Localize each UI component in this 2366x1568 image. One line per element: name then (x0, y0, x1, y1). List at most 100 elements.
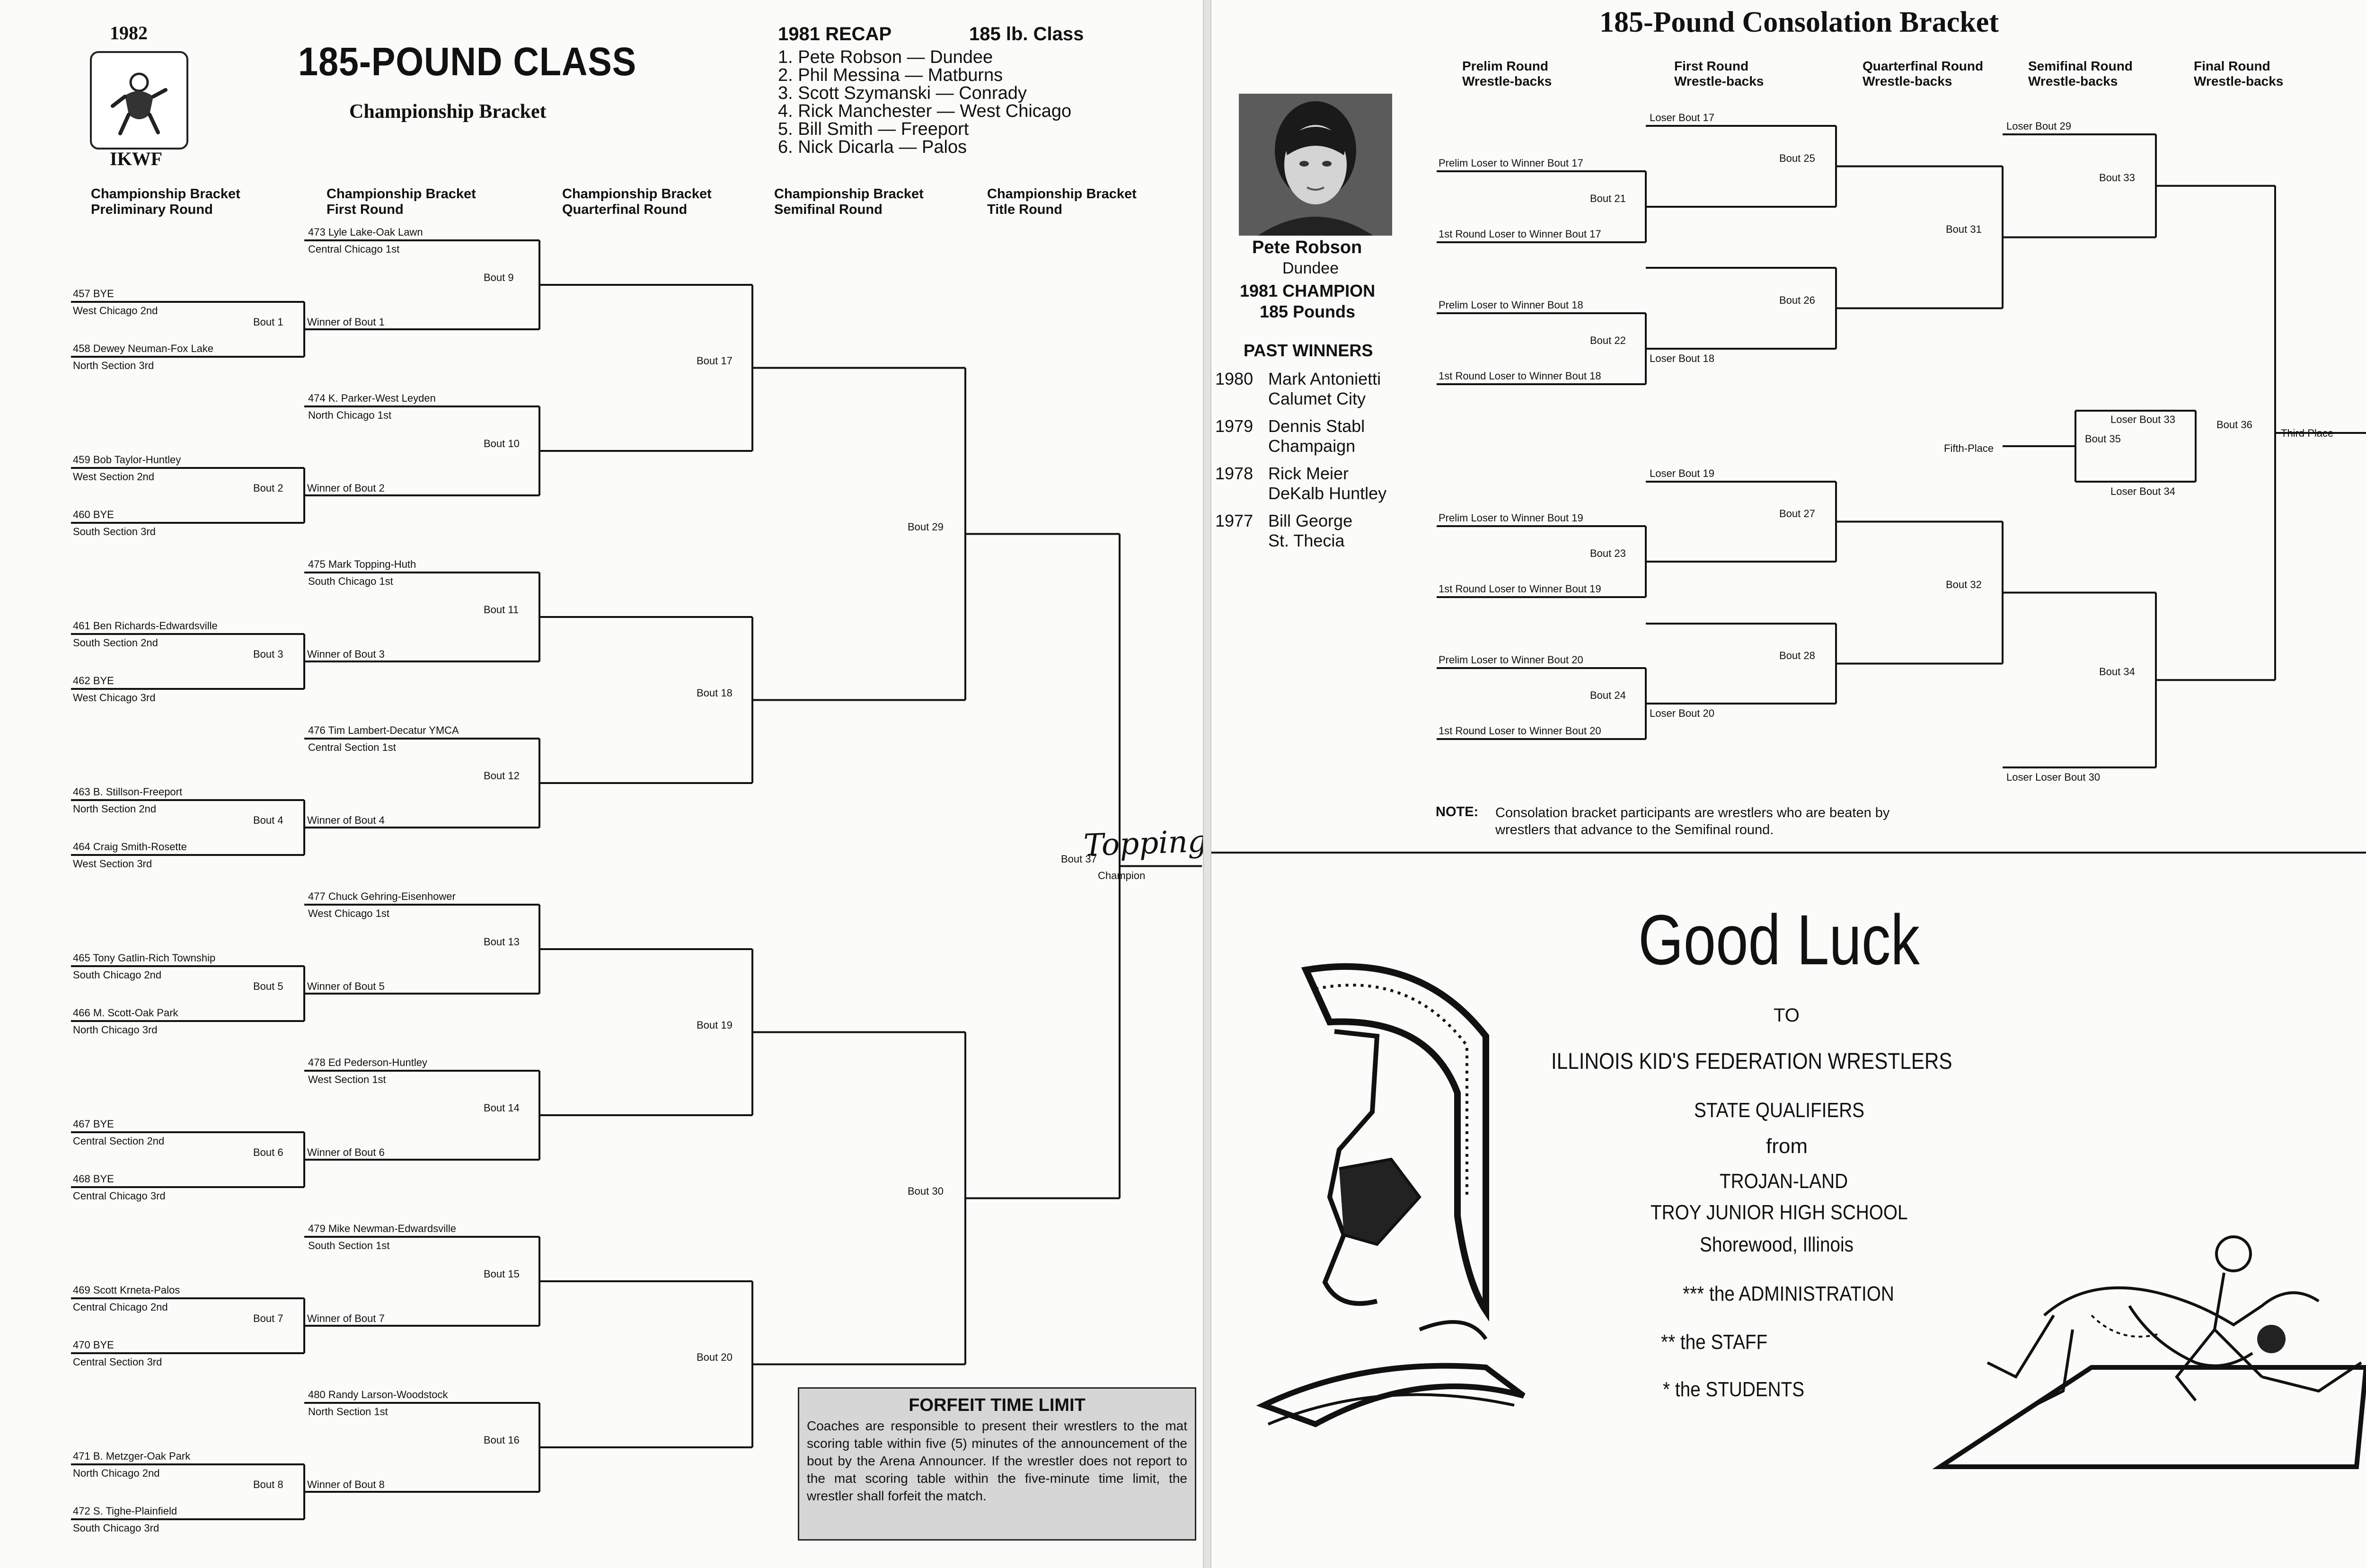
past-winner-place: St. Thecia (1268, 531, 1345, 550)
column-header: Championship Bracket Preliminary Round (91, 186, 240, 217)
prelim-section-a: Central Section 2nd (73, 1135, 165, 1147)
ad-line6: Shorewood, Illinois (1700, 1233, 1854, 1256)
column-header: Championship Bracket First Round (327, 186, 476, 217)
prelim-section-b: North Section 3rd (73, 360, 154, 371)
prelim-winner-label: Winner of Bout 1 (307, 316, 385, 328)
quarter-bout-label: Bout 19 (697, 1019, 733, 1031)
past-winner-name: Mark Antonietti (1268, 369, 1381, 388)
seed-wrestler: 479 Mike Newman-Edwardsville (308, 1223, 457, 1234)
handwritten-champion: Topping (1083, 824, 1208, 863)
cons-first-loser-label: Loser Bout 20 (1650, 707, 1714, 719)
prelim-wrestler-b: 458 Dewey Neuman-Fox Lake (73, 343, 214, 354)
prelim-bout-label: Bout 3 (253, 648, 283, 660)
year-label: 1982 (110, 22, 148, 44)
consolation-column-header: First Round Wrestle-backs (1674, 59, 1764, 88)
cons-prelim-top-label: Prelim Loser to Winner Bout 20 (1439, 654, 1583, 666)
prelim-bout-label: Bout 5 (253, 980, 283, 992)
cons-semi-loser-label: Loser Loser Bout 30 (2006, 771, 2101, 783)
prelim-wrestler-a: 463 B. Stillson-Freeport (73, 786, 183, 798)
prelim-winner-label: Winner of Bout 3 (307, 648, 385, 660)
past-winner-year: 1977 (1215, 511, 1254, 530)
prelim-section-b: South Chicago 3rd (73, 1522, 159, 1534)
prelim-section-a: North Chicago 2nd (73, 1467, 160, 1479)
column-header: Championship Bracket Title Round (987, 186, 1137, 217)
cons-prelim-bout: Bout 21 (1590, 193, 1626, 204)
ad-line5: TROY JUNIOR HIGH SCHOOL (1651, 1201, 1908, 1224)
cons-final-bout: Bout 36 (2216, 419, 2252, 431)
prelim-wrestler-b: 472 S. Tighe-Plainfield (73, 1505, 177, 1517)
wrestlers-drawing-icon (1932, 1235, 2366, 1469)
past-winner-place: Champaign (1268, 436, 1356, 456)
cons-semi-bout: Bout 34 (2099, 666, 2135, 678)
prelim-wrestler-a: 459 Bob Taylor-Huntley (73, 454, 181, 466)
prelim-wrestler-b: 464 Craig Smith-Rosette (73, 841, 187, 853)
note-label: NOTE: (1436, 804, 1479, 819)
page-title: 185-POUND CLASS (298, 39, 637, 84)
org-label: IKWF (110, 148, 163, 169)
ad-line1: ILLINOIS KID'S FEDERATION WRESTLERS (1551, 1049, 1952, 1074)
semi-bout-label: Bout 30 (908, 1185, 944, 1197)
first-round-bout-label: Bout 13 (484, 936, 520, 948)
prelim-section-a: North Section 2nd (73, 803, 157, 815)
first-round-bout-label: Bout 15 (484, 1268, 520, 1280)
ad-thanks-admin: *** the ADMINISTRATION (1683, 1282, 1894, 1305)
seed-section: South Section 1st (308, 1240, 390, 1251)
prelim-wrestler-b: 466 M. Scott-Oak Park (73, 1007, 178, 1019)
cons-first-loser-label: Loser Bout 19 (1650, 467, 1714, 479)
column-header: Championship Bracket Quarterfinal Round (562, 186, 712, 217)
prelim-wrestler-a: 461 Ben Richards-Edwardsville (73, 620, 218, 632)
consolation-column-header: Prelim Round Wrestle-backs (1462, 59, 1552, 88)
past-winner-place: Calumet City (1268, 389, 1366, 408)
ad-line4: TROJAN-LAND (1720, 1170, 1848, 1193)
champion-line1: 1981 CHAMPION (1240, 281, 1376, 300)
prelim-section-a: Central Chicago 2nd (73, 1301, 168, 1313)
cons-first-loser-label: Loser Bout 18 (1650, 352, 1714, 364)
champion-photo (1239, 94, 1392, 236)
prelim-bout-label: Bout 4 (253, 814, 283, 826)
champion-name: Pete Robson (1252, 238, 1362, 257)
champion-city: Dundee (1282, 259, 1339, 277)
prelim-section-b: Central Chicago 3rd (73, 1190, 166, 1202)
first-round-bout-label: Bout 9 (484, 272, 514, 283)
seed-section: South Chicago 1st (308, 575, 393, 587)
prelim-section-a: South Chicago 2nd (73, 969, 162, 981)
seed-wrestler: 480 Randy Larson-Woodstock (308, 1389, 448, 1401)
cons-prelim-bottom-label: 1st Round Loser to Winner Bout 17 (1439, 228, 1601, 240)
cons-semi-loser-label: Loser Bout 29 (2006, 120, 2071, 132)
seed-section: North Section 1st (308, 1406, 388, 1418)
prelim-wrestler-a: 457 BYE (73, 288, 114, 300)
seed-section: Central Section 1st (308, 741, 396, 753)
cons-prelim-bout: Bout 23 (1590, 547, 1626, 559)
ad-line3: from (1766, 1135, 1808, 1158)
prelim-wrestler-b: 460 BYE (73, 509, 114, 520)
prelim-wrestler-a: 471 B. Metzger-Oak Park (73, 1450, 191, 1462)
fifth-place-label: Fifth-Place (1944, 442, 1994, 454)
page-spine (1203, 0, 1211, 1568)
past-winner-year: 1978 (1215, 464, 1254, 483)
recap-item: 6. Nick Dicarla — Palos (778, 137, 967, 157)
cons-prelim-top-label: Prelim Loser to Winner Bout 19 (1439, 512, 1583, 524)
section-divider (1211, 852, 2366, 854)
recap-item: 1. Pete Robson — Dundee (778, 47, 993, 67)
ad-to: TO (1774, 1005, 1800, 1026)
prelim-section-b: South Section 3rd (73, 526, 156, 537)
first-round-bout-label: Bout 10 (484, 438, 520, 449)
seed-wrestler: 478 Ed Pederson-Huntley (308, 1057, 427, 1068)
first-round-bout-label: Bout 16 (484, 1434, 520, 1446)
fifth-bout: Bout 35 (2085, 433, 2121, 445)
note-text: Consolation bracket participants are wre… (1495, 805, 1890, 837)
consolation-column-header: Semifinal Round Wrestle-backs (2028, 59, 2133, 88)
portrait-image (1239, 94, 1392, 236)
champion-line2: 185 Pounds (1260, 302, 1356, 321)
prelim-bout-label: Bout 7 (253, 1313, 283, 1324)
seed-section: West Chicago 1st (308, 907, 390, 919)
ad-thanks-students: * the STUDENTS (1663, 1378, 1805, 1401)
past-winner-place: DeKalb Huntley (1268, 484, 1387, 503)
past-winners-title: PAST WINNERS (1244, 341, 1373, 360)
quarter-bout-label: Bout 17 (697, 354, 733, 367)
recap-heading: 1981 RECAP (778, 24, 892, 44)
past-winner-year: 1979 (1215, 416, 1254, 436)
recap-item: 3. Scott Szymanski — Conrady (778, 83, 1027, 103)
cons-prelim-top-label: Prelim Loser to Winner Bout 17 (1439, 157, 1583, 169)
prelim-section-b: Central Section 3rd (73, 1356, 162, 1368)
